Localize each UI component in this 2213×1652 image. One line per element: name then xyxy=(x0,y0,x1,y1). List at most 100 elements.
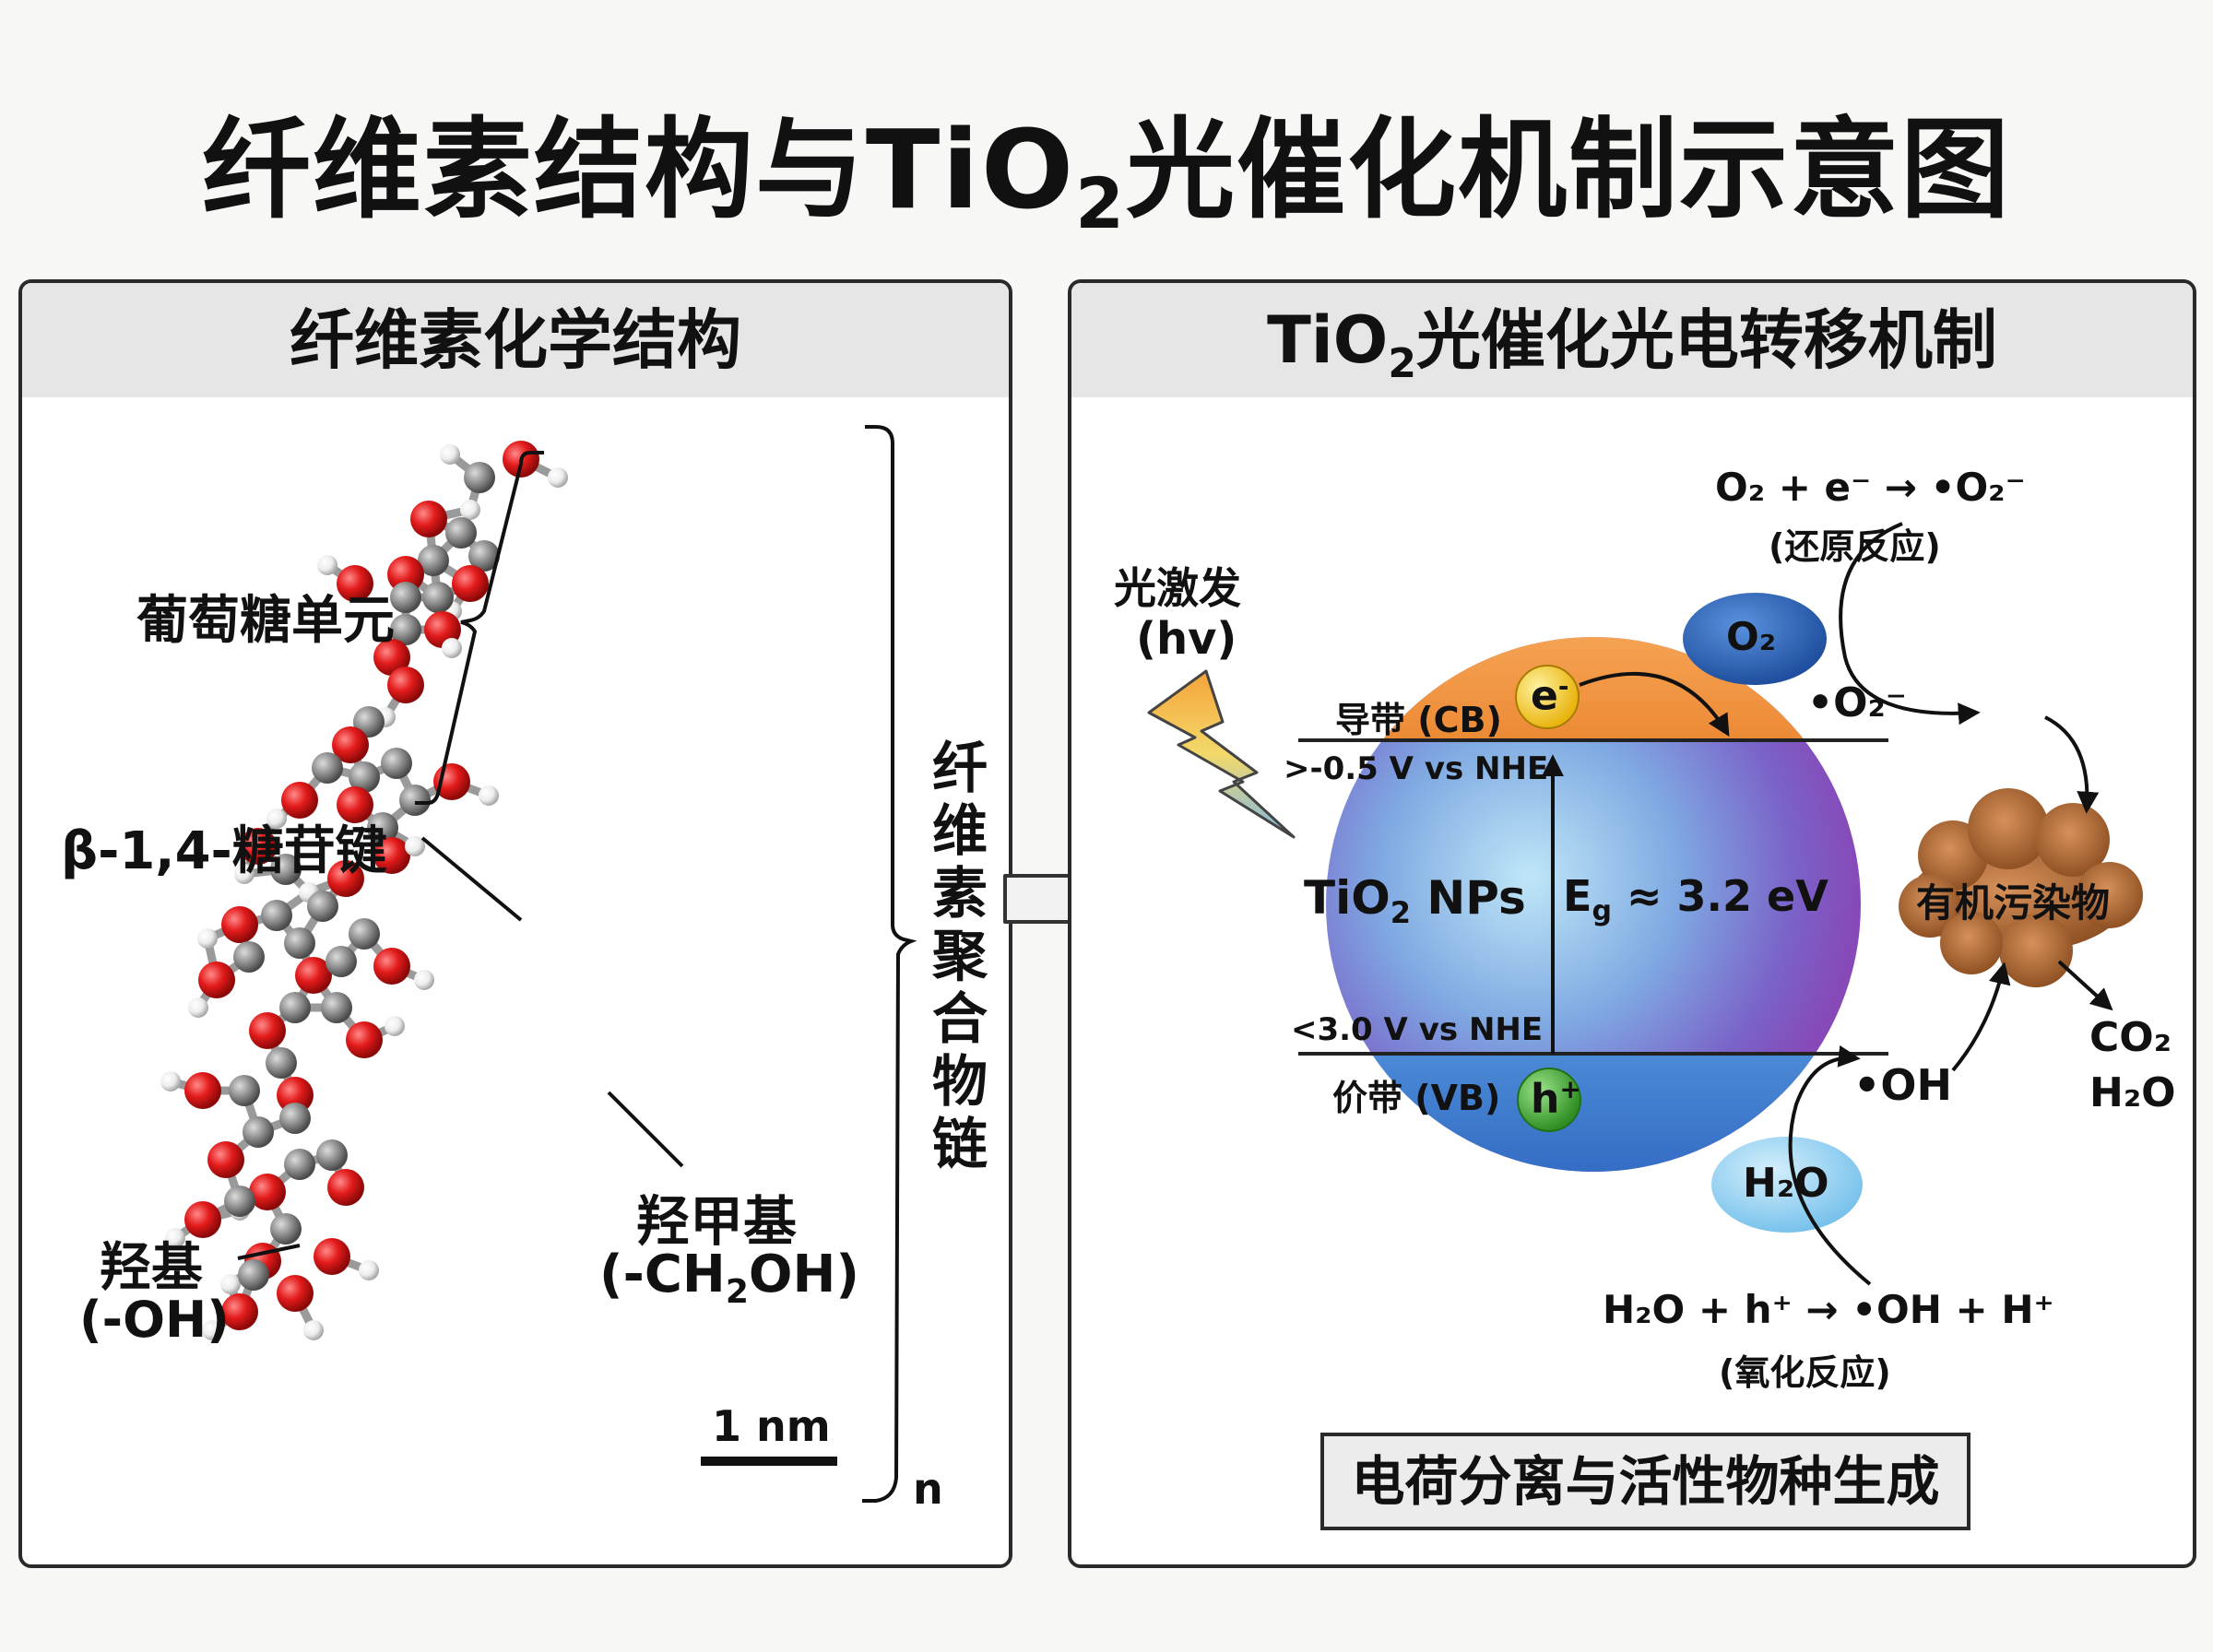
oxygen-atom xyxy=(184,1072,221,1109)
hydrogen-atom xyxy=(317,555,337,575)
hydrogen-atom xyxy=(266,808,287,829)
carbon-atom xyxy=(325,946,357,977)
carbon-atom xyxy=(284,927,315,959)
oxygen-atom xyxy=(410,501,447,537)
carbon-atom xyxy=(284,1149,315,1180)
carbon-atom xyxy=(468,540,500,572)
carbon-atom xyxy=(312,752,343,784)
o2-bubble xyxy=(1683,593,1827,685)
hydrogen-atom xyxy=(442,638,462,658)
organic-pollutant-cloud xyxy=(1899,788,2143,987)
oxygen-atom xyxy=(327,860,364,897)
electron-particle xyxy=(1515,665,1580,729)
repeat-n-label: n xyxy=(913,1464,943,1514)
oxygen-atom xyxy=(221,1293,258,1330)
cellulose-panel-header: 纤维素化学结构 xyxy=(22,283,1009,397)
h2o-bubble-label: H₂O xyxy=(1743,1160,1829,1207)
hydrogen-atom xyxy=(548,467,568,488)
h2o-product-label: H₂O xyxy=(2089,1069,2176,1116)
hydrogen-atom xyxy=(165,1228,185,1248)
photocatalysis-panel-header: TiO2光催化光电转移机制 xyxy=(1071,283,2193,397)
reduction-equation: O₂ + e⁻ → •O₂⁻ xyxy=(1715,465,2026,510)
pollutant-to-products-arrow xyxy=(2057,960,2113,1011)
carbon-atom xyxy=(238,1259,269,1291)
carbon-atom xyxy=(270,1213,302,1245)
polymer-chain-char: 素 xyxy=(932,862,988,926)
carbon-atom xyxy=(321,992,352,1023)
oxygen-atom xyxy=(373,837,410,874)
cb-label: 导带 (CB) xyxy=(1335,700,1502,740)
hydroxyl-to-pollutant-arrow xyxy=(1951,962,2011,1072)
carbon-atom xyxy=(279,1103,311,1134)
o2-to-superoxide-arrow xyxy=(1839,522,1981,726)
carbon-atom xyxy=(367,812,398,844)
hv-label: (hv) xyxy=(1136,613,1237,665)
carbon-atom xyxy=(229,1075,260,1106)
hydroxymethyl-pointer xyxy=(607,1091,684,1168)
superoxide-radical-label: •O₂⁻ xyxy=(1807,679,1908,726)
hydrogen-atom xyxy=(188,997,208,1018)
hydrogen-atom xyxy=(414,970,434,990)
carbon-atom xyxy=(233,941,265,973)
hydrogen-atom xyxy=(202,1320,222,1340)
oxygen-atom xyxy=(387,556,424,593)
carbon-atom xyxy=(390,582,421,613)
hydroxyl-radical-label: •OH xyxy=(1853,1060,1953,1110)
carbon-atom xyxy=(279,992,311,1023)
carbon-atom xyxy=(270,854,302,885)
oxygen-atom xyxy=(332,726,369,763)
cellulose-structure-panel: 纤维素化学结构 xyxy=(18,279,1012,1568)
glucose-unit-label: 葡萄糖单元 xyxy=(136,591,395,651)
carbon-atom xyxy=(266,1047,297,1079)
lightning-bolt-icon xyxy=(1147,669,1296,839)
oxygen-atom xyxy=(452,565,489,602)
polymer-chain-char: 链 xyxy=(932,1113,988,1177)
hydrogen-atom xyxy=(197,928,218,949)
reduction-reaction-name: (还原反应) xyxy=(1769,526,1941,567)
polymer-chain-char: 物 xyxy=(932,1050,988,1115)
polymer-chain-char: 聚 xyxy=(932,925,988,989)
oxygen-atom xyxy=(221,906,258,943)
hydroxyl-label: 羟基 xyxy=(100,1238,203,1298)
organic-pollutant-label: 有机污染物 xyxy=(1916,880,2111,926)
carbon-atom xyxy=(224,1186,255,1217)
oxygen-atom xyxy=(281,782,318,819)
carbon-atom xyxy=(307,891,338,922)
hydrogen-atom xyxy=(440,444,460,465)
polymer-chain-label: 纤维素聚合物链 xyxy=(928,738,992,1176)
oxygen-atom xyxy=(387,667,424,703)
co2-product-label: CO₂ xyxy=(2089,1014,2172,1061)
oxygen-atom xyxy=(184,1201,221,1238)
oxygen-atom xyxy=(277,1275,314,1312)
hydrogen-atom xyxy=(303,1320,324,1340)
oxygen-atom xyxy=(277,1077,314,1114)
carbon-atom xyxy=(399,785,431,816)
o2-bubble-label: O₂ xyxy=(1726,614,1777,659)
carbon-atom xyxy=(261,900,292,931)
oxygen-atom xyxy=(337,786,373,823)
charge-separation-footer: 电荷分离与活性物种生成 xyxy=(1320,1433,1970,1530)
glycosidic-bond-pointer xyxy=(420,836,523,922)
hydrogen-atom xyxy=(220,1274,241,1294)
oxygen-atom xyxy=(295,957,332,994)
vb-potential: <3.0 V vs NHE xyxy=(1291,1011,1544,1048)
oxygen-atom xyxy=(373,639,410,676)
h2o-to-hydroxyl-arrow xyxy=(1788,1044,1872,1286)
polymer-chain-char: 维 xyxy=(932,799,988,864)
carbon-atom xyxy=(316,1139,348,1171)
cb-potential: >-0.5 V vs NHE xyxy=(1284,750,1549,787)
oxygen-atom xyxy=(327,1169,364,1206)
hydrogen-atom xyxy=(234,864,254,884)
carbon-atom xyxy=(349,761,380,793)
polymer-chain-brace xyxy=(862,425,917,1503)
carbon-atom xyxy=(390,614,421,645)
oxygen-atom xyxy=(240,828,277,865)
polymer-chain-char: 合 xyxy=(932,987,988,1052)
carbon-atom xyxy=(381,748,412,779)
glucose-unit-brace xyxy=(415,451,544,805)
hole-particle xyxy=(1517,1068,1581,1132)
oxidation-reaction-name: (氧化反应) xyxy=(1719,1352,1891,1393)
carbon-atom xyxy=(464,462,495,493)
carbon-atom xyxy=(422,582,454,613)
oxygen-atom xyxy=(314,1238,350,1275)
